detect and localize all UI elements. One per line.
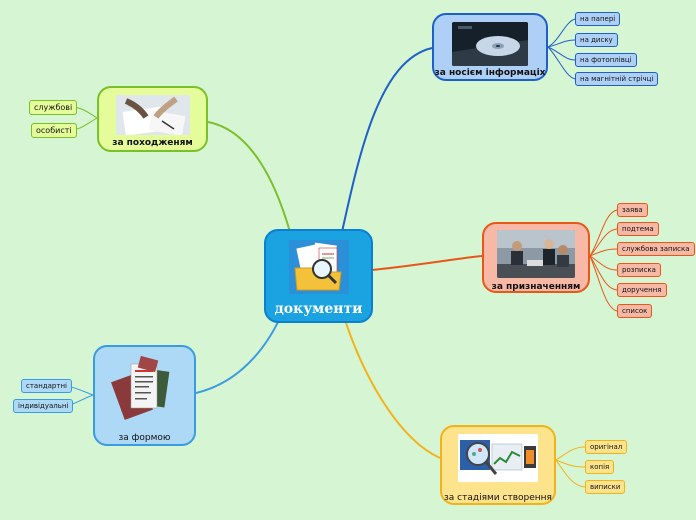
branch-label-pryznachennia: за призначенням (491, 282, 581, 292)
center-node-dokumenty[interactable]: документи (264, 229, 373, 323)
leaf-standartni[interactable]: стандартні (21, 379, 72, 393)
leaf-na-fotoplivtsi[interactable]: на фотоплівці (575, 53, 637, 67)
leaf-kopiia[interactable]: копія (585, 460, 615, 474)
link-nosiem (341, 47, 433, 233)
leaf-oryhinal[interactable]: оригінал (585, 440, 628, 454)
leaf-na-dysku[interactable]: на диску (575, 33, 618, 47)
handshake-documents-icon (115, 95, 190, 135)
branch-label-nosiem: за носієм інформаціх (434, 68, 546, 78)
leaf-rozpyska[interactable]: розписка (617, 263, 661, 277)
branch-node-za-formoiu[interactable]: за формою (93, 345, 196, 446)
branch-node-za-stadiiamy[interactable]: за стадіями створення (440, 425, 556, 505)
leaf-na-mahnitnii-strichtsi[interactable]: на магнітній стрічці (575, 72, 659, 86)
branch-label-formoiu: за формою (118, 433, 171, 443)
leaf-podtema[interactable]: подтема (617, 222, 659, 236)
leaf-zaiava[interactable]: заява (617, 203, 648, 217)
leaf-sluzhbova-zapyska[interactable]: службова записка (617, 242, 695, 256)
leaf-sluzhbovi[interactable]: службові (29, 100, 78, 115)
leaf-osobysti[interactable]: особисті (31, 123, 77, 138)
document-folders-icon (109, 354, 181, 424)
leaf-na-paperi[interactable]: на папері (575, 12, 621, 26)
leaf-spysok[interactable]: список (617, 304, 653, 318)
center-label: документи (274, 301, 363, 317)
branch-node-za-pryznachenniam[interactable]: за призначенням (482, 222, 590, 293)
branch-label-stadiiamy: за стадіями створення (444, 493, 552, 503)
leaf-doruchennia[interactable]: доручення (617, 283, 667, 297)
business-meeting-icon (497, 230, 575, 278)
leaf-indyvidualni[interactable]: індивідуальні (13, 399, 74, 413)
documents-folder-icon (288, 240, 349, 294)
branch-label-pokhodzhennia: за походженям (112, 138, 193, 148)
leaf-vypysky[interactable]: виписки (585, 480, 626, 494)
branch-node-za-pokhodzhenniam[interactable]: за походженям (97, 86, 208, 152)
link-stadiiamy (344, 319, 441, 459)
link-formoiu (195, 317, 281, 394)
analytics-magnifier-icon (458, 434, 538, 482)
cd-disk-icon (452, 22, 528, 66)
branch-node-za-nosiem[interactable]: за носієм інформаціх (432, 13, 548, 81)
link-pokhodzhennia (207, 121, 291, 233)
link-pryznachennia (371, 255, 483, 271)
